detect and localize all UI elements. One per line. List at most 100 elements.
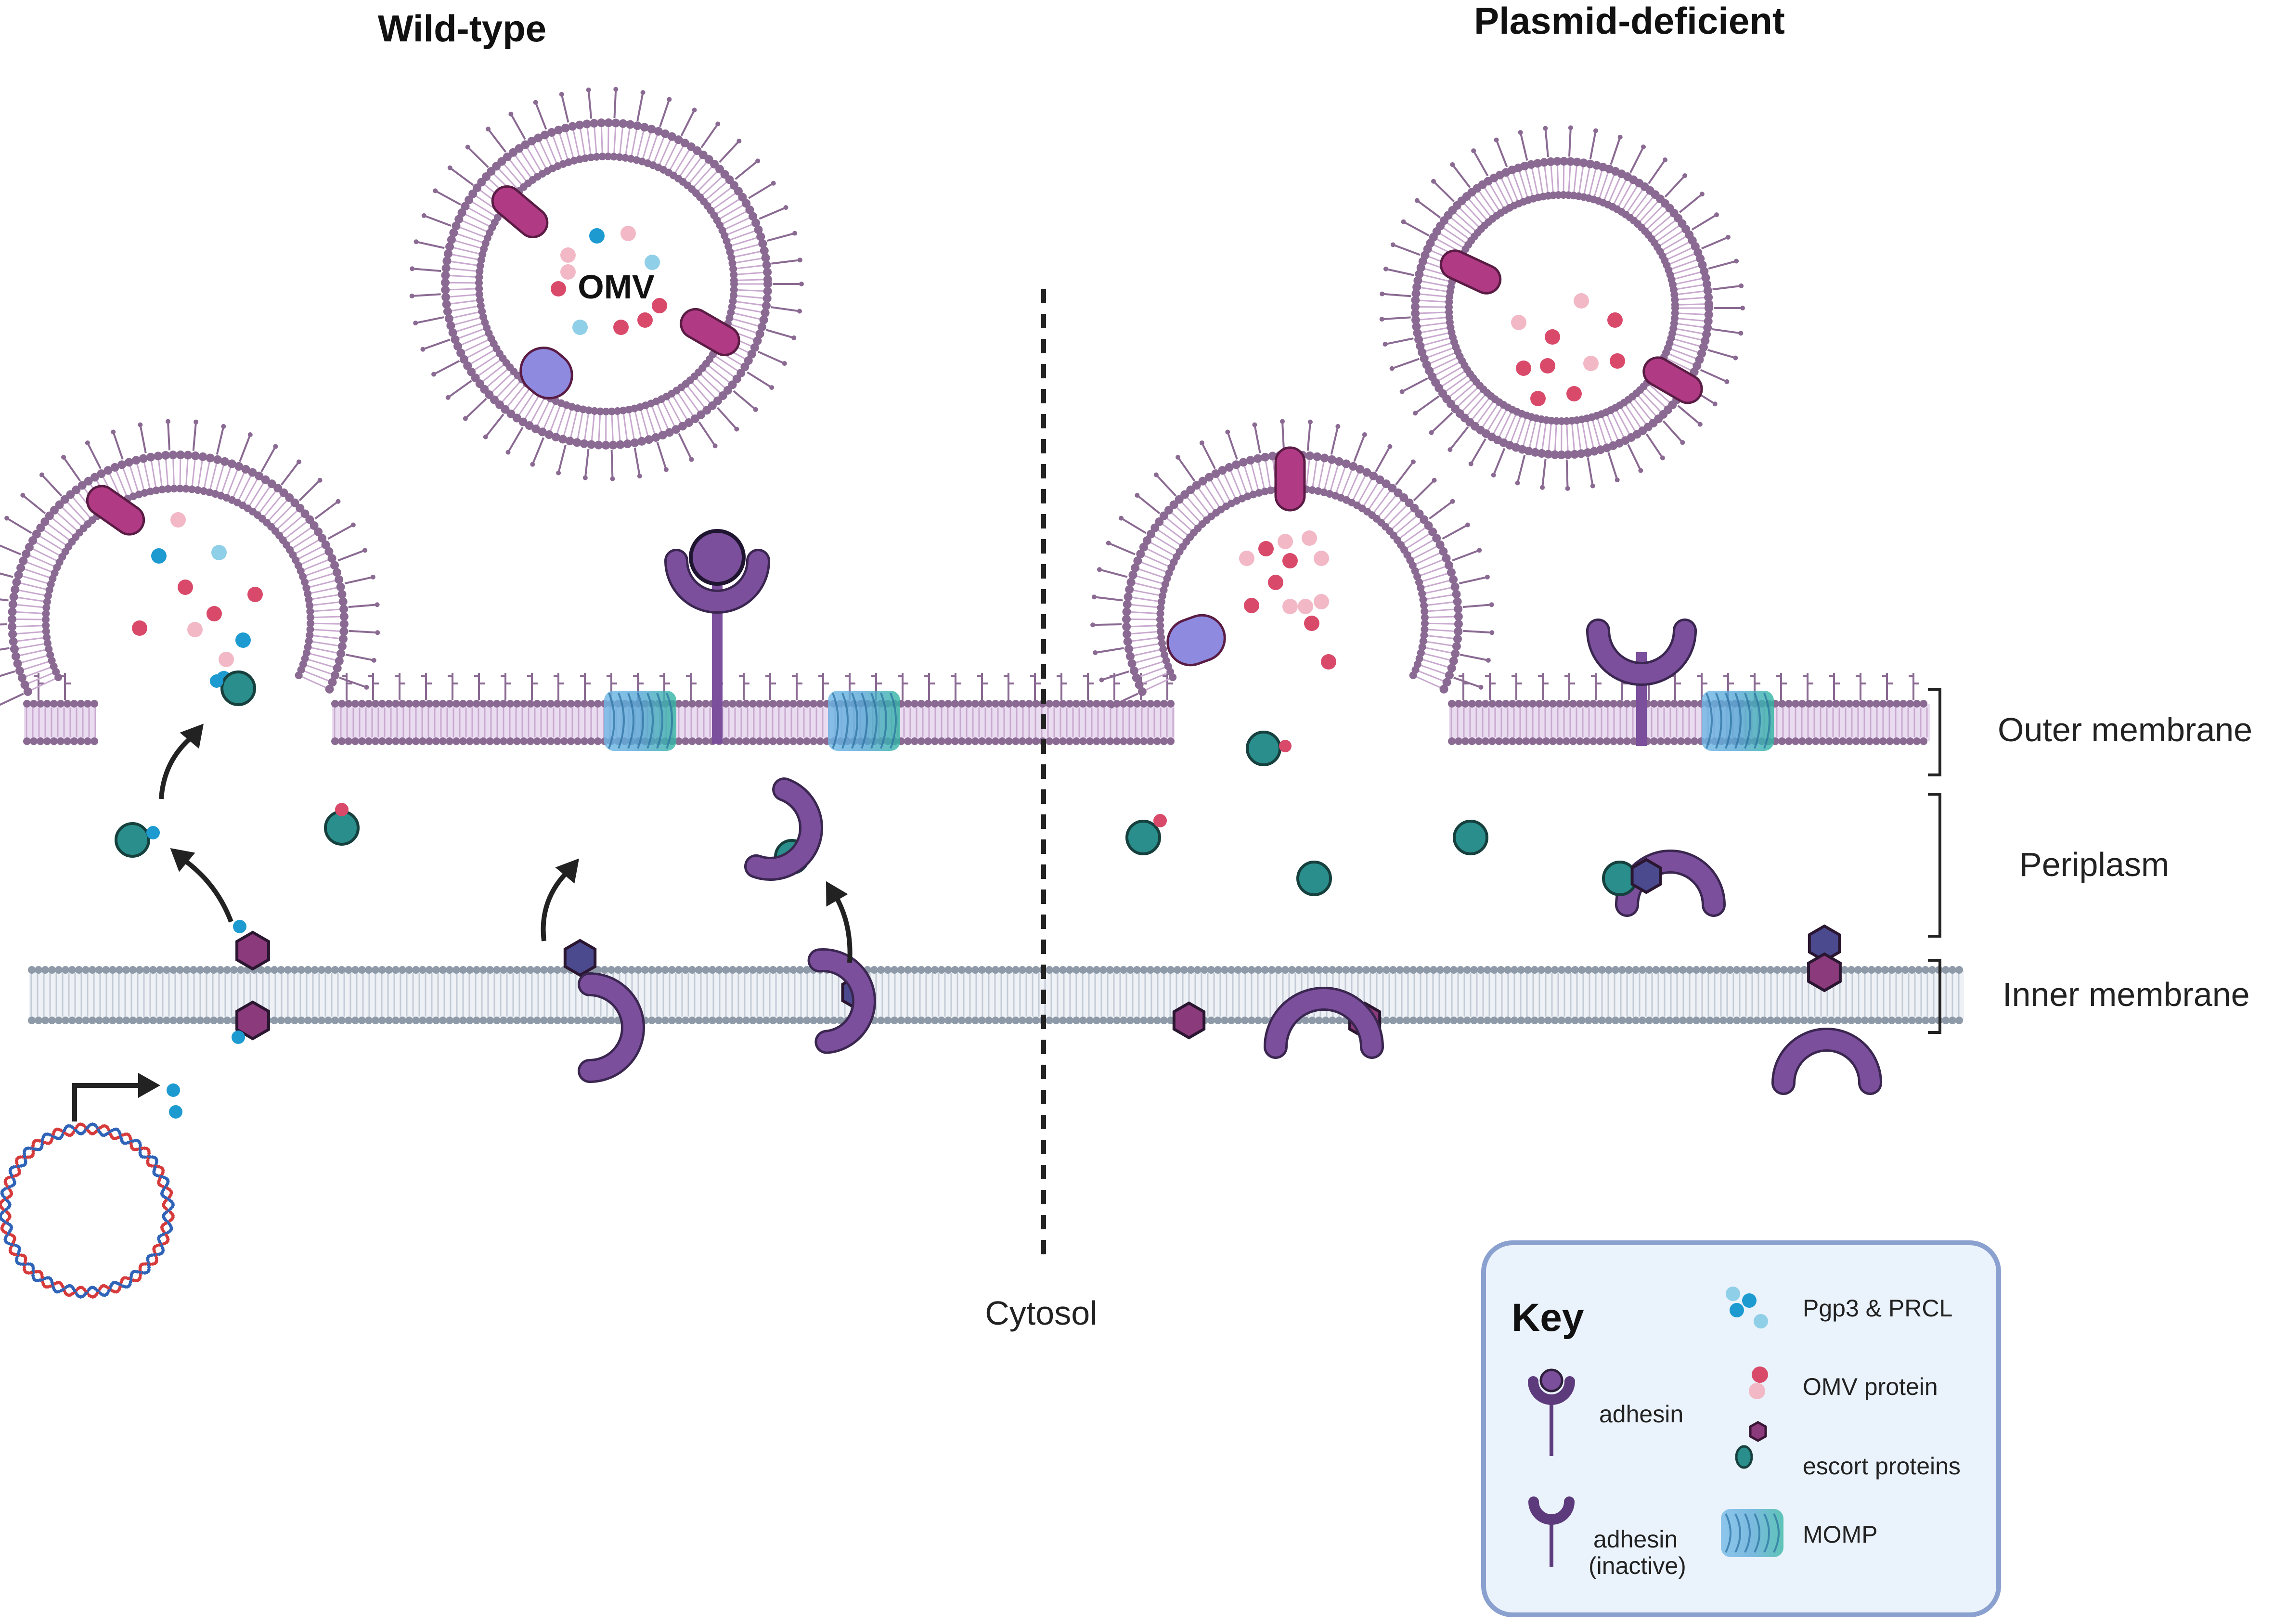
momp-strand <box>666 693 673 749</box>
lipid-tail <box>1133 582 1162 590</box>
lipid-head <box>1136 549 1145 558</box>
lipid-head <box>938 966 945 974</box>
lipid-head <box>412 737 420 745</box>
lipid-tail <box>1672 265 1700 275</box>
lps-end <box>1478 684 1484 690</box>
lipid-head <box>1356 966 1363 974</box>
omv-cargo <box>1511 315 1526 330</box>
lipid-head <box>1819 737 1826 745</box>
lipid-tail <box>1581 422 1588 450</box>
lipid-head <box>1832 737 1840 745</box>
lps-end <box>1494 137 1499 142</box>
lipid-head <box>1827 1017 1835 1024</box>
lipid-head <box>626 120 635 129</box>
lipid-head <box>587 440 596 449</box>
outer-membrane-segment <box>23 673 98 745</box>
lipid-head <box>1841 966 1848 974</box>
lipid-head <box>1664 737 1671 745</box>
omv-right <box>1379 125 1745 491</box>
dna-strand-red <box>20 1253 24 1257</box>
lipid-head <box>1733 1017 1741 1024</box>
lipid-head <box>306 607 314 616</box>
lipid-head <box>68 966 76 974</box>
lipid-head <box>448 328 457 337</box>
lipid-head <box>271 1017 278 1024</box>
lipid-tail <box>727 223 754 235</box>
lipid-head <box>1881 1017 1889 1024</box>
lps-chain <box>63 456 81 482</box>
lipid-head <box>452 966 460 974</box>
lps-chain <box>719 140 740 163</box>
lipid-head <box>965 737 972 745</box>
vesicle-cargo <box>1321 654 1336 670</box>
lipid-tail <box>1481 404 1499 428</box>
lipid-tail <box>636 129 645 157</box>
lipid-head <box>358 700 366 708</box>
lipid-head <box>1542 700 1550 708</box>
lipid-head <box>279 488 288 497</box>
lipid-head <box>311 966 319 974</box>
lipid-head <box>1922 1017 1929 1024</box>
lipid-head <box>267 479 276 489</box>
lipid-tail <box>530 398 545 424</box>
lipid-head <box>255 471 264 480</box>
lipid-tail <box>1257 461 1265 489</box>
lipid-head <box>803 1017 811 1024</box>
lipid-head <box>1549 700 1557 708</box>
lipid-head <box>685 418 694 427</box>
lipid-head <box>1868 966 1875 974</box>
lipid-head <box>1322 1017 1330 1024</box>
lipid-head <box>658 431 667 440</box>
lipid-tail <box>306 664 333 675</box>
lipid-tail <box>1427 634 1455 640</box>
lipid-head <box>1819 700 1826 708</box>
lipid-tail <box>701 176 724 196</box>
lipid-head <box>1079 700 1087 708</box>
lipid-tail <box>688 161 708 184</box>
momp-strand <box>1763 693 1770 749</box>
lipid-head <box>412 700 420 708</box>
lipid-tail <box>312 634 341 640</box>
lipid-tail <box>26 561 52 573</box>
lipid-head <box>1895 966 1902 974</box>
lipid-head <box>1760 1017 1768 1024</box>
lipid-head <box>1140 700 1148 708</box>
lps-chain <box>1253 425 1261 453</box>
lipid-head <box>1524 966 1532 974</box>
lipid-tail <box>477 359 501 377</box>
lipid-tail <box>491 373 512 393</box>
lipid-head <box>32 529 41 539</box>
lipid-head <box>1079 737 1087 745</box>
lipid-head <box>742 700 750 708</box>
lipid-tail <box>1492 409 1507 435</box>
lps-end <box>370 574 375 580</box>
lipid-head <box>992 1017 999 1024</box>
dna-strand-blue <box>143 1271 147 1275</box>
lipid-head <box>452 737 460 745</box>
lipid-tail <box>1566 424 1569 452</box>
lipid-tail <box>731 236 758 246</box>
lipid-tail <box>1415 676 1442 689</box>
vesicle-cargo <box>1244 598 1259 613</box>
lipid-head <box>338 966 346 974</box>
lipid-tail <box>469 349 495 365</box>
lipid-head <box>634 966 642 974</box>
lipid-head <box>399 737 406 745</box>
lipid-head <box>446 700 453 708</box>
lipid-head <box>1218 466 1227 475</box>
lipid-head <box>351 1017 359 1024</box>
lipid-tail <box>1426 601 1455 606</box>
lipid-tail <box>21 575 49 584</box>
lipid-head <box>753 336 762 346</box>
lipid-head <box>459 355 468 364</box>
lipid-tail <box>1518 170 1528 198</box>
lps-chain <box>1473 150 1489 177</box>
lipid-tail <box>1161 523 1185 541</box>
lipid-head <box>28 1017 36 1024</box>
lipid-tail <box>1550 164 1554 193</box>
lps-chain <box>1137 494 1161 515</box>
lipid-head <box>1805 700 1813 708</box>
vesicle-cargo <box>247 587 263 602</box>
lipid-head <box>439 966 447 974</box>
lipid-head <box>1454 619 1463 629</box>
